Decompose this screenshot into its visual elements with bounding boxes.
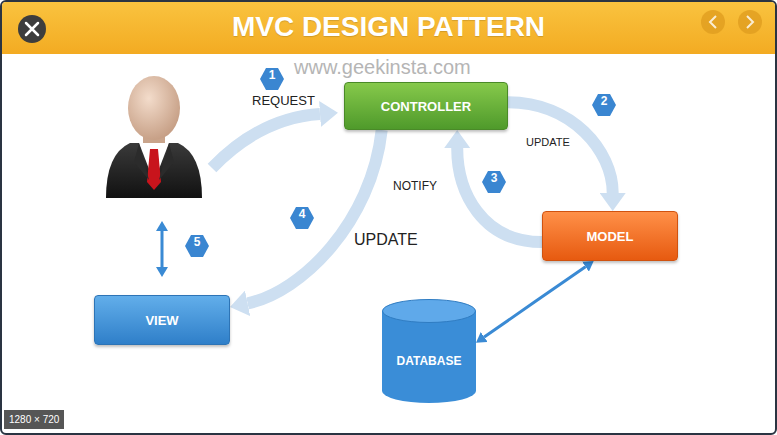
edge-label: NOTIFY (391, 179, 439, 193)
user-lapels (134, 143, 174, 180)
node-label: CONTROLLER (381, 99, 471, 114)
user-head (128, 76, 180, 140)
flow-arrow (248, 130, 382, 303)
prev-button (701, 10, 725, 34)
edge-label: UPDATE (352, 231, 420, 249)
node-label: MODEL (587, 229, 634, 244)
callout-number: 3 (482, 171, 506, 193)
close-cross (26, 23, 38, 35)
user-view-arrow (161, 231, 164, 267)
callout-number: 4 (290, 207, 314, 229)
watermark: www.geekinsta.com (294, 56, 471, 79)
callout-number: 1 (260, 68, 284, 90)
prev-chevron (710, 16, 716, 28)
cylinder-shape (382, 299, 476, 403)
flow-arrow (457, 148, 542, 242)
node-label: DATABASE (397, 354, 462, 368)
cylinder-top (383, 300, 476, 323)
page-title: MVC DESIGN PATTERN (2, 11, 775, 43)
image-size-badge: 1280 × 720 (4, 410, 64, 429)
node-label: VIEW (145, 313, 178, 328)
view-box: VIEW (94, 295, 230, 345)
arrow-label: REQUEST (252, 93, 315, 108)
callout-number: 2 (592, 94, 616, 116)
link-arrow (484, 267, 585, 337)
model-box: MODEL (542, 211, 678, 261)
edge-label: UPDATE (524, 136, 572, 148)
title-bar: MVC DESIGN PATTERN (2, 2, 775, 54)
next-chevron (747, 16, 753, 28)
next-button (738, 10, 762, 34)
close-button (18, 15, 46, 43)
user-suit (106, 143, 202, 198)
database-cylinder: DATABASE (382, 299, 476, 403)
cylinder-body (382, 311, 476, 403)
controller-box: CONTROLLER (344, 82, 508, 130)
request-arrow (212, 114, 320, 168)
flow-arrow (508, 102, 613, 193)
callout-number: 5 (185, 235, 209, 257)
user-tie (147, 149, 161, 190)
